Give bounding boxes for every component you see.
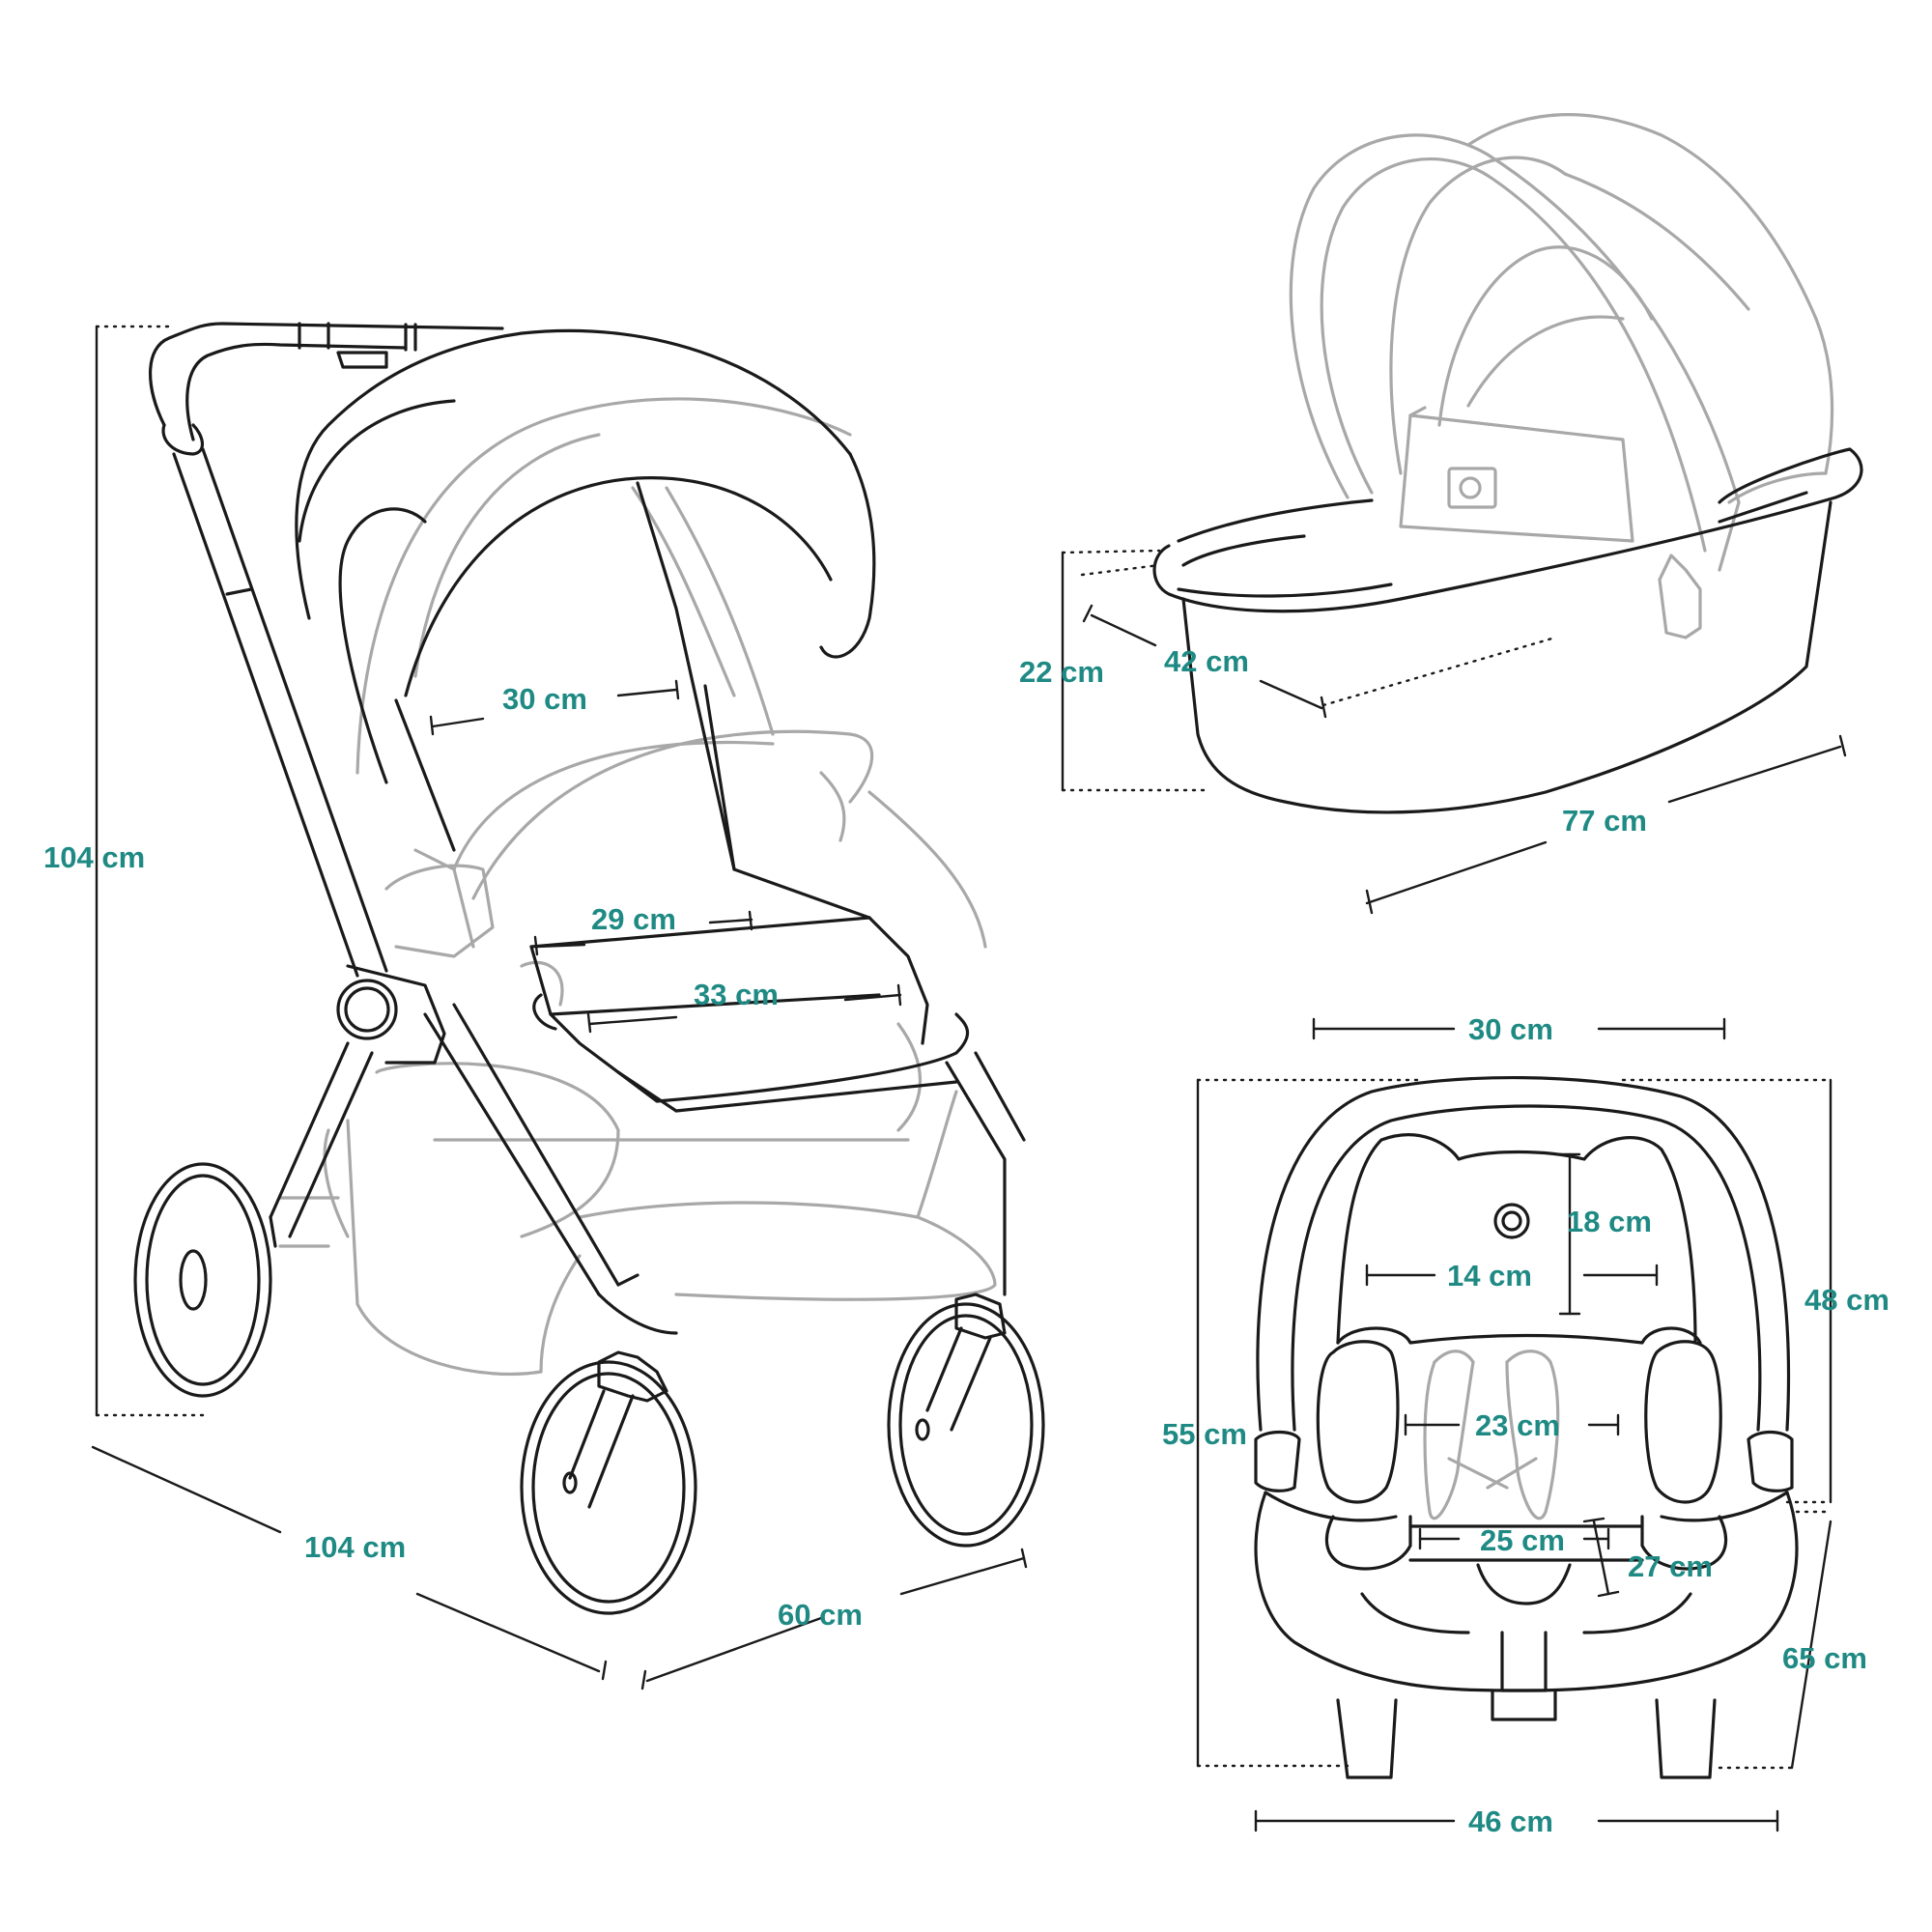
- stroller-seat-depth-label: 29 cm: [591, 902, 676, 936]
- stroller-seat-width-label: 33 cm: [694, 978, 779, 1011]
- car-seat-seat-depth-label: 27 cm: [1628, 1549, 1713, 1583]
- stroller-dimension-lines: [91, 325, 1028, 1690]
- car-seat-height-left-label: 55 cm: [1162, 1417, 1247, 1451]
- car-seat-height-right-label: 48 cm: [1804, 1283, 1889, 1317]
- car-seat-headrest-height-label: 18 cm: [1567, 1205, 1652, 1238]
- stroller-drawing: [133, 322, 1045, 1615]
- stroller-height-label: 104 cm: [43, 840, 145, 874]
- stroller-width-label: 60 cm: [778, 1598, 863, 1632]
- car-seat-drawing: [1254, 1075, 1799, 1779]
- carrycot-canopy: [1289, 113, 1834, 639]
- stroller-length-label: 104 cm: [304, 1530, 406, 1564]
- car-seat-depth-label: 65 cm: [1782, 1641, 1867, 1675]
- car-seat-torso-width-label: 23 cm: [1475, 1408, 1560, 1442]
- car-seat-dimension-lines: [1196, 1017, 1833, 1833]
- car-seat-top-width-label: 30 cm: [1468, 1012, 1553, 1046]
- car-seat-headrest-width-label: 14 cm: [1447, 1259, 1532, 1293]
- car-seat-base-width-label: 46 cm: [1468, 1804, 1553, 1838]
- carrycot-dimension-lines: [1061, 549, 1847, 915]
- stroller-ghost-parts: [278, 397, 997, 1376]
- carrycot-length-label: 77 cm: [1562, 804, 1647, 838]
- carrycot-width-label: 42 cm: [1164, 644, 1249, 678]
- car-seat-seat-width-label: 25 cm: [1480, 1523, 1565, 1557]
- car-seat-shell: [1254, 1075, 1799, 1779]
- dimension-labels: 104 cm 104 cm 60 cm 30 cm 29 cm 33 cm 22…: [43, 644, 1889, 1838]
- carrycot-height-label: 22 cm: [1019, 655, 1104, 689]
- carrycot-drawing: [1152, 113, 1863, 814]
- carrycot-body: [1152, 447, 1863, 814]
- car-seat-harness: [1423, 1350, 1560, 1520]
- stroller-frame: [133, 322, 1045, 1615]
- stroller-backrest-width-label: 30 cm: [502, 682, 587, 716]
